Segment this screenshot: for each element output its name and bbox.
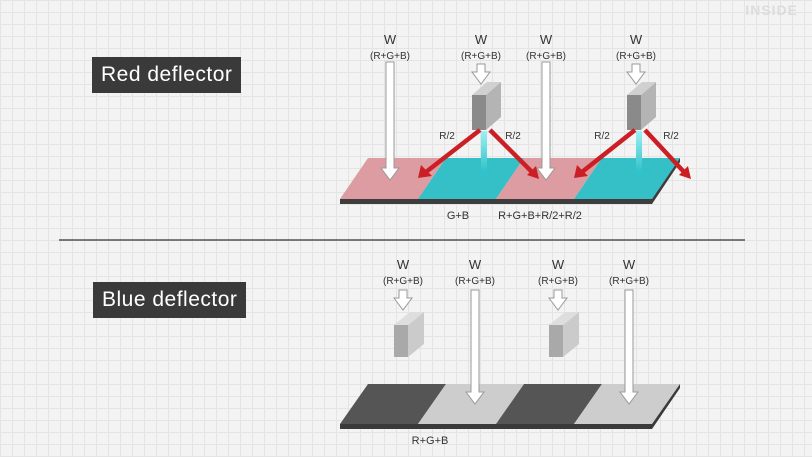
cyan-ray-1: [478, 131, 490, 181]
split-label-3: R/2: [594, 131, 610, 142]
blue-input-sub-3: (R+G+B): [538, 276, 578, 287]
blue-panel: [340, 384, 680, 429]
red-input-sub-4: (R+G+B): [616, 51, 656, 62]
red-input-w-1: W: [384, 32, 397, 47]
red-input-arrow-2: [471, 63, 491, 85]
blue-input-w-1: W: [397, 257, 410, 272]
split-label-2: R/2: [505, 131, 521, 142]
light-cell-1: [418, 384, 524, 424]
cyan-cell-1: [418, 158, 524, 199]
pink-cell-1: [340, 158, 446, 199]
red-input-arrow-4: [626, 63, 646, 85]
blue-input-w-2: W: [469, 257, 482, 272]
red-deflector-title: Red deflector: [92, 57, 242, 93]
blue-panel-edge: [340, 384, 680, 429]
red-input-w-3: W: [540, 32, 553, 47]
red-input-w-2: W: [475, 32, 488, 47]
red-input-sub-2: (R+G+B): [461, 51, 501, 62]
watermark: INSIDE: [745, 2, 798, 18]
red-result-right: R+G+B+R/2+R/2: [498, 210, 582, 222]
blue-result-left: R+G+B: [412, 435, 449, 447]
light-cell-2: [574, 384, 680, 424]
red-panel: [340, 158, 680, 204]
blue-deflector-block-1: [394, 312, 424, 357]
red-input-arrow-3: [536, 61, 556, 181]
red-deflector-block-2: [627, 82, 656, 130]
blue-input-sub-2: (R+G+B): [455, 276, 495, 287]
cyan-cell-2: [574, 158, 680, 199]
pink-cell-2: [496, 158, 602, 199]
red-input-sub-3: (R+G+B): [526, 51, 566, 62]
blue-input-arrow-1: [393, 289, 413, 311]
blue-input-sub-4: (R+G+B): [609, 276, 649, 287]
split-label-1: R/2: [439, 131, 455, 142]
blue-input-sub-1: (R+G+B): [383, 276, 423, 287]
red-ray-left-1: [418, 128, 482, 178]
blue-deflector-block-2: [549, 312, 579, 357]
blue-input-arrow-2: [465, 289, 485, 405]
blue-input-w-4: W: [623, 257, 636, 272]
panel-edge: [340, 158, 680, 204]
dark-cell-1: [340, 384, 446, 424]
blue-deflector-title: Blue deflector: [93, 282, 247, 318]
red-ray-right-2: [643, 128, 691, 179]
red-input-arrow-1: [380, 61, 400, 181]
split-label-4: R/2: [663, 131, 679, 142]
red-input-w-4: W: [630, 32, 643, 47]
red-ray-left-2: [574, 128, 637, 178]
red-input-sub-1: (R+G+B): [370, 51, 410, 62]
red-ray-right-1: [488, 128, 539, 179]
red-result-left: G+B: [447, 210, 469, 222]
blue-input-w-3: W: [552, 257, 565, 272]
blue-input-arrow-4: [619, 289, 639, 405]
dark-cell-2: [496, 384, 602, 424]
red-deflector-block-1: [472, 82, 501, 130]
cyan-ray-2: [633, 131, 645, 181]
blue-input-arrow-3: [548, 289, 568, 311]
